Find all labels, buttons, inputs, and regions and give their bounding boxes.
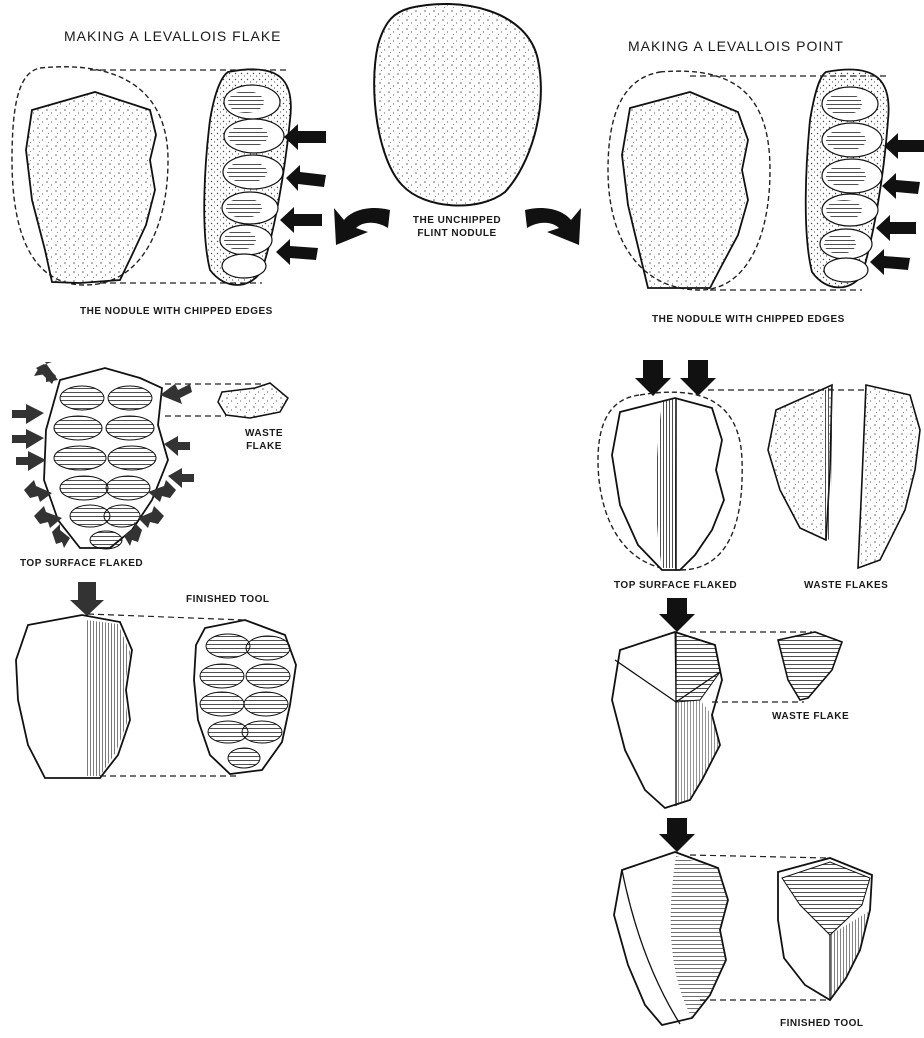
unchipped-flint-nodule bbox=[374, 4, 541, 206]
center-nodule-label-line1: THE UNCHIPPED bbox=[402, 214, 512, 227]
left-section-title: MAKING A LEVALLOIS FLAKE bbox=[64, 28, 282, 44]
left-finished-tool-dorsal bbox=[194, 620, 296, 774]
right-waste-flake bbox=[778, 632, 842, 700]
left-finished-tool-caption: FINISHED TOOL bbox=[186, 594, 270, 605]
right-finished-tool-caption: FINISHED TOOL bbox=[780, 1018, 864, 1029]
left-waste-flake-label: WASTE FLAKE bbox=[234, 427, 294, 453]
right-top-surface-core bbox=[598, 392, 742, 570]
center-nodule-label-line2: FLINT NODULE bbox=[402, 227, 512, 240]
right-top-surface-caption: TOP SURFACE FLAKED bbox=[614, 580, 737, 591]
right-curved-arrow bbox=[525, 208, 581, 245]
right-top-surface-arrows bbox=[635, 360, 716, 396]
left-curved-arrow bbox=[334, 208, 390, 245]
left-nodule-caption: THE NODULE WITH CHIPPED EDGES bbox=[80, 306, 273, 317]
right-chipped-nodule-top bbox=[608, 71, 770, 290]
right-finished-tool-ventral bbox=[614, 852, 728, 1025]
right-waste-step-core bbox=[612, 632, 722, 808]
right-waste-flakes bbox=[768, 385, 920, 568]
left-chipped-nodule-top bbox=[12, 67, 168, 285]
left-waste-flake bbox=[218, 383, 288, 418]
left-waste-flake-label-line2: FLAKE bbox=[234, 440, 294, 453]
right-waste-flakes-caption: WASTE FLAKES bbox=[804, 580, 888, 591]
right-section-title: MAKING A LEVALLOIS POINT bbox=[628, 38, 844, 54]
right-waste-flake-caption: WASTE FLAKE bbox=[772, 711, 849, 722]
right-finished-tool-dorsal bbox=[778, 858, 872, 1000]
right-chipped-nodule-side bbox=[806, 69, 889, 287]
left-finished-tool-arrow bbox=[70, 582, 104, 616]
right-nodule-caption: THE NODULE WITH CHIPPED EDGES bbox=[652, 314, 845, 325]
right-waste-step-arrow bbox=[659, 598, 695, 632]
left-finished-tool-ventral bbox=[16, 615, 132, 778]
left-top-surface-caption: TOP SURFACE FLAKED bbox=[20, 558, 143, 569]
center-nodule-label: THE UNCHIPPED FLINT NODULE bbox=[402, 214, 512, 240]
left-waste-flake-label-line1: WASTE bbox=[234, 427, 294, 440]
right-finished-tool-arrow bbox=[659, 818, 695, 852]
